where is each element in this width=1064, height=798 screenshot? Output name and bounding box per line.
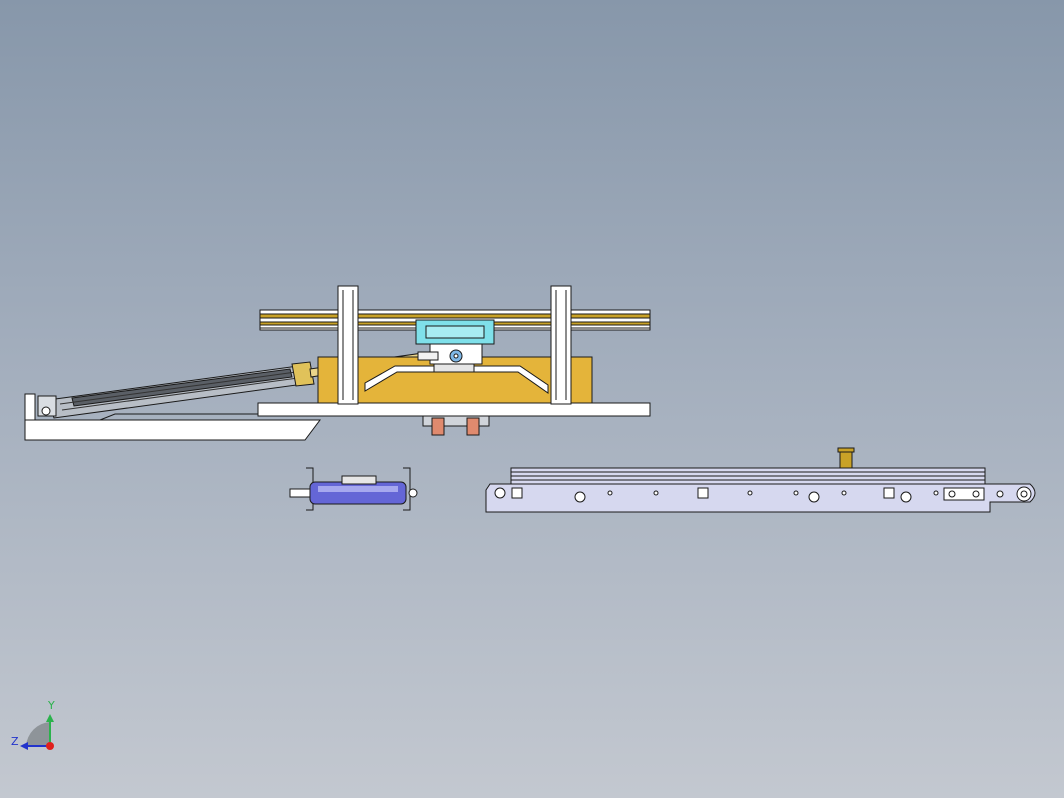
slanted-base	[24, 393, 321, 441]
y-axis-label: Y	[48, 699, 55, 712]
brass-fitting	[837, 447, 855, 469]
z-axis-arrow	[20, 742, 28, 750]
bottom-clamp-blocks	[422, 415, 490, 436]
y-axis-arrow	[46, 714, 54, 722]
long-rail-assembly	[485, 467, 1036, 513]
z-axis-label: Z	[11, 735, 19, 748]
roller-assembly	[289, 467, 418, 511]
x-axis-dot	[46, 742, 54, 750]
vertical-post-left	[337, 285, 359, 405]
pneumatic-cylinder	[37, 361, 315, 419]
vertical-post-right	[550, 285, 572, 405]
rod-end-joint	[417, 349, 463, 363]
coordinate-triad	[20, 714, 54, 750]
frame-base-plate	[257, 402, 651, 417]
